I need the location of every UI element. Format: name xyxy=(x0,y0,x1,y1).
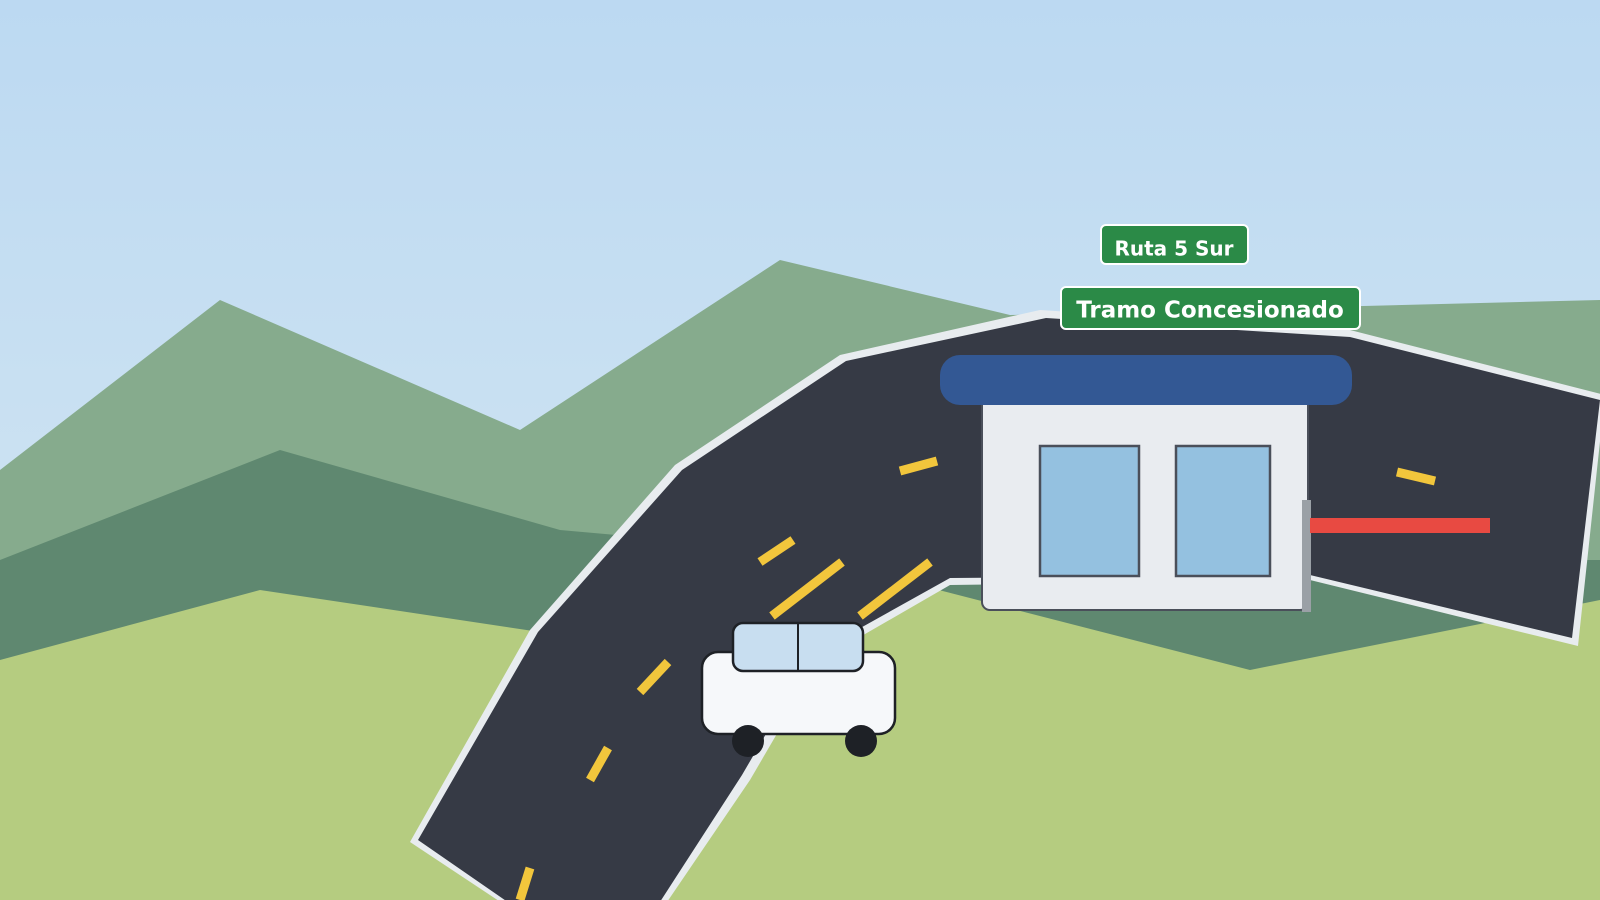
booth-roof xyxy=(940,355,1352,405)
section-sign-text: Tramo Concesionado xyxy=(1076,298,1344,324)
barrier-post xyxy=(1302,500,1311,612)
car-wheel-rear xyxy=(732,725,764,757)
lane-markings xyxy=(515,456,1437,900)
booth-window-left xyxy=(1038,444,1141,578)
car-wheel-front xyxy=(845,725,877,757)
section-sign: Tramo Concesionado xyxy=(1060,286,1361,330)
car xyxy=(700,621,897,757)
booth-window-right xyxy=(1174,444,1272,578)
barrier-arm xyxy=(1310,518,1490,533)
grass-field xyxy=(0,580,1600,900)
route-sign-text: Ruta 5 Sur xyxy=(1114,237,1233,261)
route-sign: Ruta 5 Sur xyxy=(1100,224,1249,265)
toll-booth xyxy=(940,355,1490,612)
